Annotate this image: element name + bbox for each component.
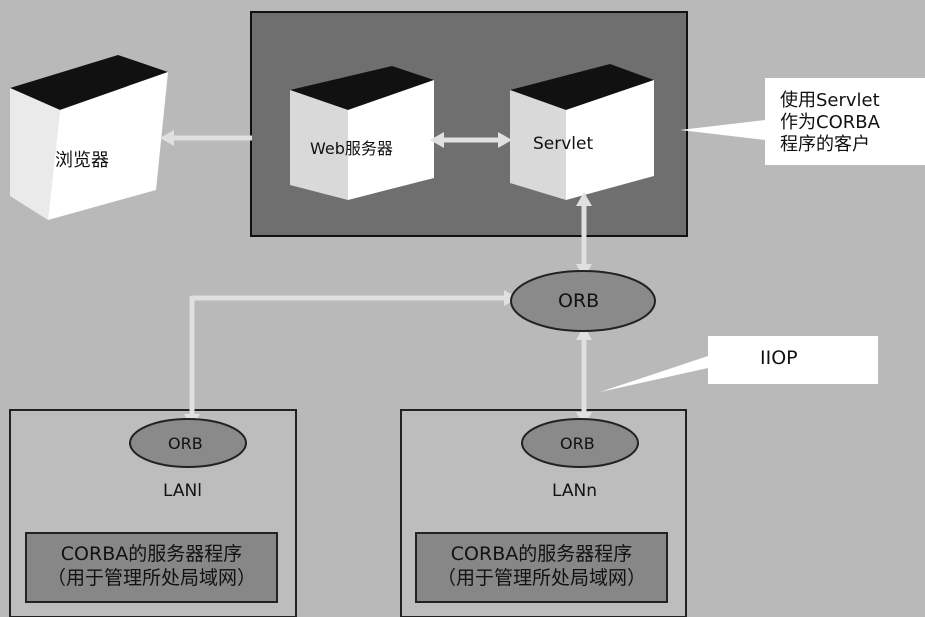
server-program-lann: CORBA的服务器程序 （用于管理所处局域网）	[415, 532, 668, 603]
lan1-label: LANl	[163, 481, 202, 501]
server-program-subtitle: （用于管理所处局域网）	[46, 567, 256, 589]
browser-cube	[10, 55, 168, 220]
servlet-label: Servlet	[533, 134, 594, 154]
servlet-callout: 使用Servlet 作为CORBA 程序的客户	[780, 90, 880, 156]
servlet-callout-line: 使用Servlet	[780, 90, 880, 111]
orb-lann	[521, 418, 639, 468]
orb-main	[510, 270, 656, 332]
server-program-subtitle: （用于管理所处局域网）	[436, 567, 646, 589]
connectors	[160, 130, 592, 428]
orb-main-label: ORB	[558, 290, 600, 312]
servlet-cube	[510, 64, 654, 200]
orb-lan1-label: ORB	[168, 434, 203, 453]
server-program-title: CORBA的服务器程序	[450, 543, 633, 565]
servlet-callout-line: 程序的客户	[780, 134, 870, 155]
server-program-title: CORBA的服务器程序	[60, 543, 243, 565]
lann-label: LANn	[552, 481, 597, 501]
orb-lan1	[129, 418, 247, 468]
orb-lann-label: ORB	[560, 434, 595, 453]
server-program-lan1: CORBA的服务器程序 （用于管理所处局域网）	[25, 532, 278, 603]
iiop-callout-bubble	[600, 336, 878, 392]
iiop-label: IIOP	[760, 347, 798, 369]
web-server-label: Web服务器	[310, 139, 393, 158]
web-server-cube	[290, 66, 434, 200]
servlet-callout-line: 作为CORBA	[780, 112, 880, 133]
browser-label: 浏览器	[55, 150, 109, 171]
